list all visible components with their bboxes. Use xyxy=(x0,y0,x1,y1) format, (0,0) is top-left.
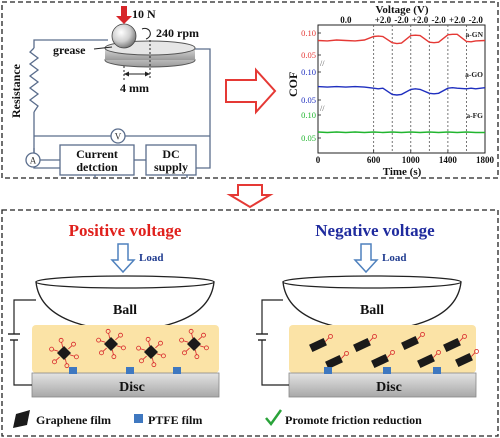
disc-block xyxy=(288,372,477,398)
distance-label: 4 mm xyxy=(120,81,149,95)
ptfe-square xyxy=(126,367,134,374)
dc-supply-box xyxy=(145,144,197,176)
resistance-label: Resistance xyxy=(9,63,23,118)
graphene-film xyxy=(325,350,349,370)
load-arrow-icon xyxy=(110,243,136,274)
graphene-molecule xyxy=(96,328,126,360)
graphene-film-icon xyxy=(13,410,30,428)
series-GO-line xyxy=(317,85,486,96)
negative-panel: Negative voltage Load Ball Disc xyxy=(256,221,479,398)
voltmeter-icon xyxy=(110,128,126,144)
graphene-film xyxy=(417,349,441,369)
voltage-label: -2.0 xyxy=(394,15,409,25)
chart-frame xyxy=(317,24,486,154)
ptfe-film-icon xyxy=(134,414,143,423)
voltage-labels: 0.0+2.0-2.0+2.0-2.0+2.0-2.0 xyxy=(340,15,483,25)
voltage-label: 0.0 xyxy=(340,15,352,25)
y-tick-label: 0.10 xyxy=(301,110,316,120)
legend-ptfe-label: PTFE film xyxy=(148,413,202,427)
chart-ylabel: COF xyxy=(286,72,300,97)
disc-label: Disc xyxy=(376,380,402,395)
legend-promote-label: Promote friction reduction xyxy=(285,413,422,427)
voltage-label: +2.0 xyxy=(375,15,392,25)
disc-block xyxy=(31,372,220,398)
graphene-film xyxy=(443,333,467,353)
rotation-arrow-icon xyxy=(141,27,151,40)
load-label: Load xyxy=(382,252,406,264)
graphene-film xyxy=(353,333,377,353)
dc-supply-line2: supply xyxy=(154,160,188,174)
voltage-label: +2.0 xyxy=(412,15,429,25)
speed-label: 240 rpm xyxy=(156,26,199,40)
series-name-label: a-FG xyxy=(466,111,483,120)
series-name-label: a-GO xyxy=(465,70,483,79)
x-tick-label: 600 xyxy=(367,155,381,165)
right-arrow-icon xyxy=(225,67,277,115)
positive-title: Positive voltage xyxy=(69,221,182,240)
ptfe-square xyxy=(69,367,77,374)
negative-title: Negative voltage xyxy=(315,221,435,240)
ball-label: Ball xyxy=(113,303,137,318)
top-panel-frame xyxy=(1,1,499,179)
legend: Graphene film PTFE film Promote friction… xyxy=(13,409,422,428)
y-tick-label: 0.05 xyxy=(301,50,316,60)
current-detection-line2: detction xyxy=(76,160,118,174)
check-icon xyxy=(265,409,283,427)
force-arrow-icon xyxy=(116,6,132,24)
graphene-film xyxy=(455,348,479,368)
graphene-film xyxy=(309,333,333,353)
ptfe-square xyxy=(173,367,181,374)
voltage-label: +2.0 xyxy=(449,15,466,25)
series-GN-line xyxy=(317,33,486,45)
graphene-molecule xyxy=(136,336,166,368)
chart-title: Voltage (V) xyxy=(375,4,428,16)
voltmeter-symbol: V xyxy=(115,132,122,142)
series-FG-line xyxy=(317,131,485,134)
series-name-label: a-GN xyxy=(466,30,484,39)
svg-text://: // xyxy=(320,59,325,68)
resistor-symbol xyxy=(28,47,40,113)
ball-label: Ball xyxy=(360,303,384,318)
y-tick-label: 0.10 xyxy=(301,67,316,77)
grease-label: grease xyxy=(53,43,86,57)
top-ball xyxy=(111,23,137,49)
graphene-film xyxy=(401,331,425,351)
graphene-molecule xyxy=(179,328,209,360)
graphene-molecule xyxy=(49,337,79,369)
voltage-label: -2.0 xyxy=(469,15,484,25)
current-detection-box xyxy=(59,144,135,176)
current-detection-line1: Current xyxy=(76,147,118,161)
ptfe-square xyxy=(324,367,332,374)
dc-supply-line1: DC xyxy=(162,147,179,161)
ammeter-icon xyxy=(25,152,41,168)
legend-graphene-label: Graphene film xyxy=(36,413,111,427)
x-tick-label: 0 xyxy=(316,155,321,165)
svg-text://: // xyxy=(320,104,325,113)
chart-xlabel: Time (s) xyxy=(383,166,422,178)
positive-panel: Positive voltage Load Ball Disc xyxy=(8,221,220,398)
ammeter-symbol: A xyxy=(30,156,37,166)
load-arrow-icon xyxy=(353,243,379,274)
y-tick-label: 0.10 xyxy=(301,28,316,38)
down-arrow-icon xyxy=(226,184,274,209)
bottom-panel-frame xyxy=(1,209,499,437)
x-tick-label: 1000 xyxy=(402,155,421,165)
voltage-label: -2.0 xyxy=(431,15,446,25)
ptfe-square xyxy=(383,367,391,374)
load-label: Load xyxy=(139,252,163,264)
ptfe-square xyxy=(433,367,441,374)
x-tick-label: 1800 xyxy=(476,155,495,165)
graphene-film xyxy=(371,349,395,369)
x-tick-label: 1400 xyxy=(439,155,458,165)
y-tick-label: 0.05 xyxy=(301,95,316,105)
y-tick-label: 0.05 xyxy=(301,133,316,143)
disc-label: Disc xyxy=(119,380,145,395)
cof-chart: Voltage (V) 0.0+2.0-2.0+2.0-2.0+2.0-2.0 … xyxy=(286,4,495,178)
force-label: 10 N xyxy=(132,7,156,21)
